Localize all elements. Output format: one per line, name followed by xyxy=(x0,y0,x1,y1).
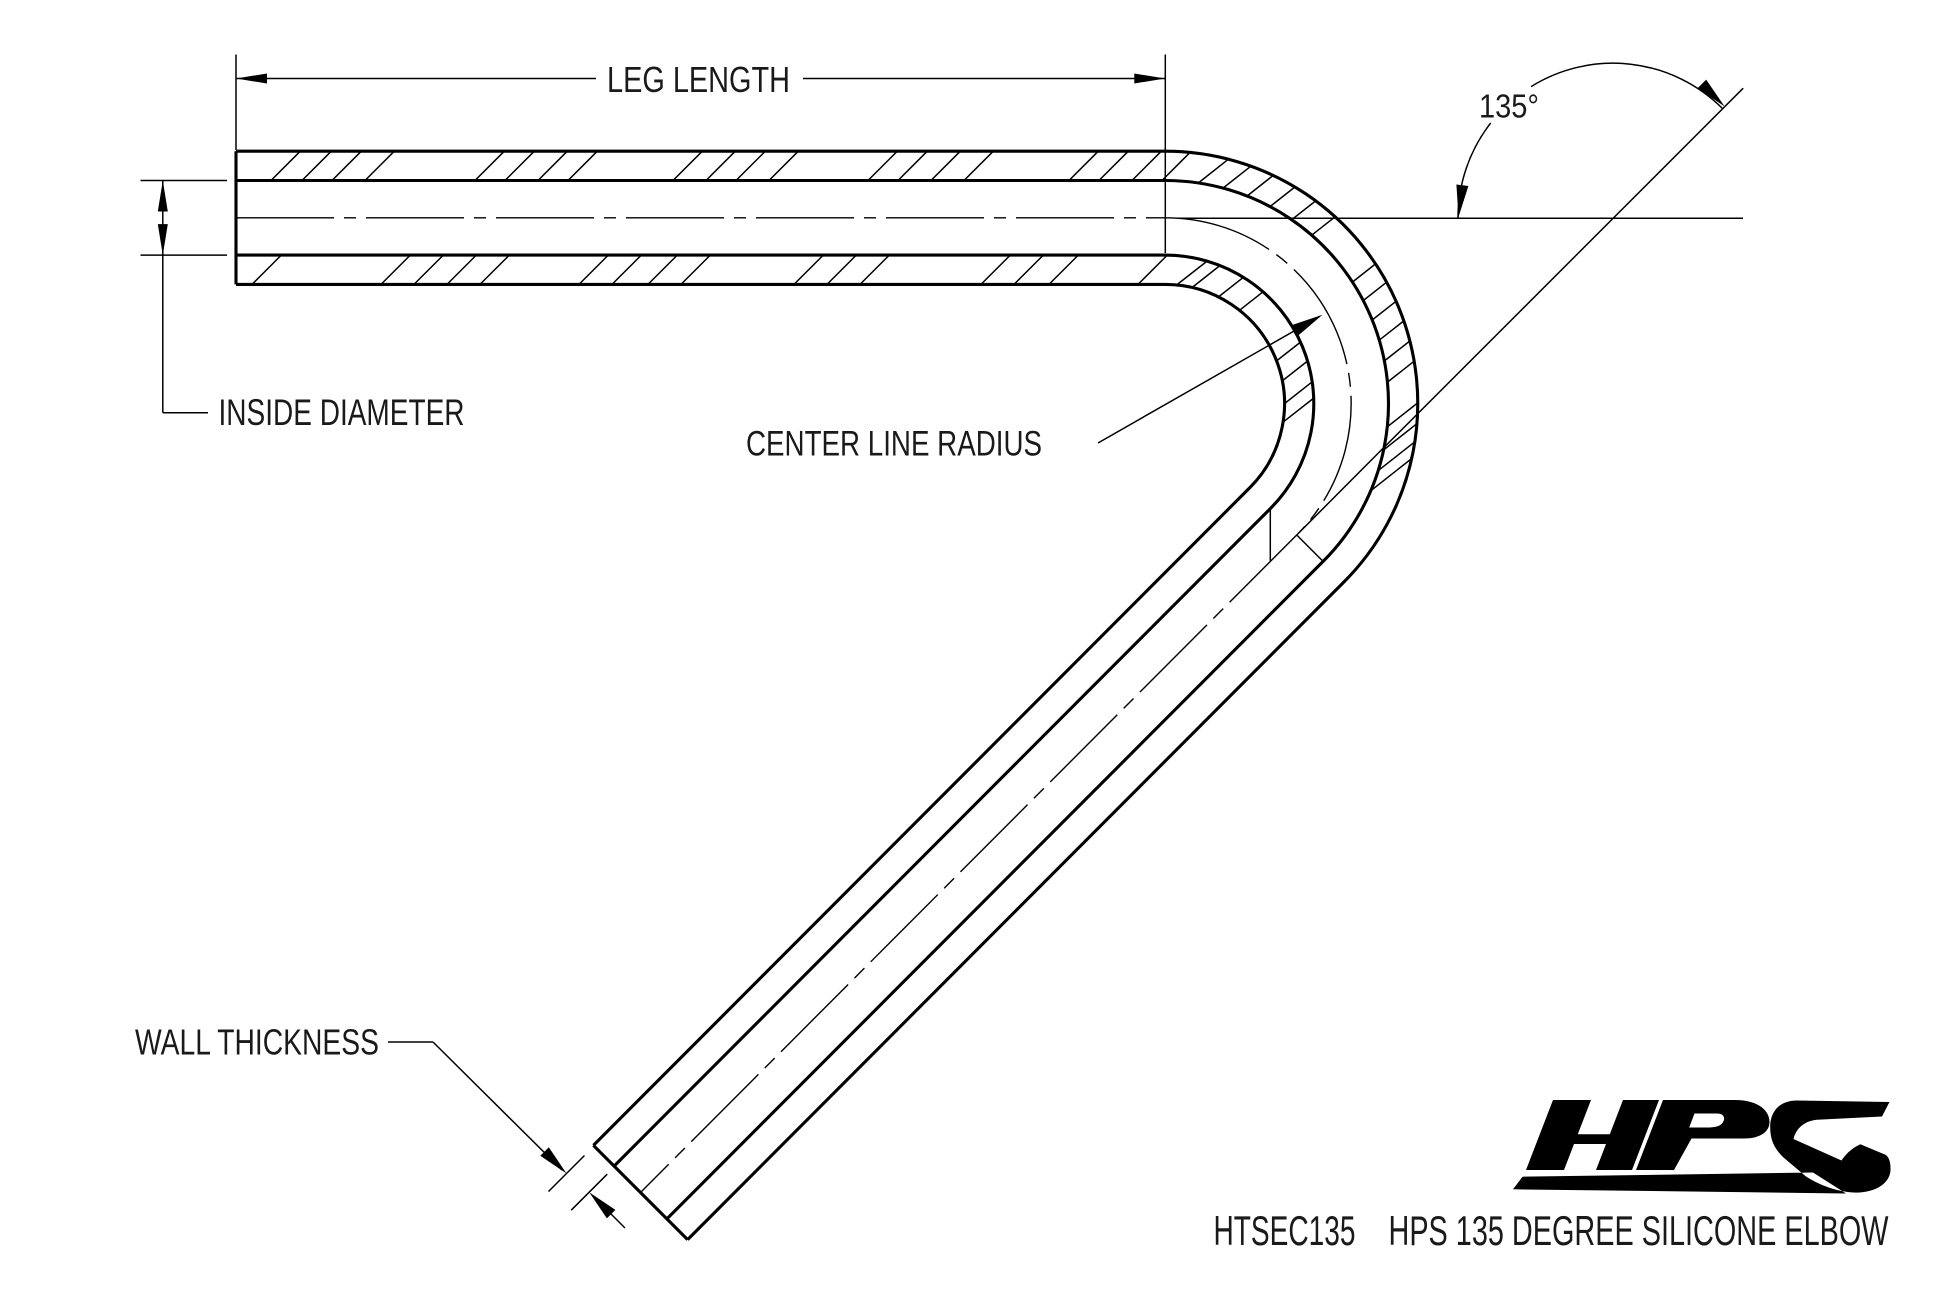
svg-text:LEG LENGTH: LEG LENGTH xyxy=(607,59,790,100)
svg-text:HTSEC135: HTSEC135 xyxy=(1214,1207,1356,1254)
svg-text:135°: 135° xyxy=(1479,89,1539,126)
svg-text:WALL THICKNESS: WALL THICKNESS xyxy=(135,1022,379,1063)
svg-text:CENTER LINE RADIUS: CENTER LINE RADIUS xyxy=(746,425,1042,464)
svg-text:INSIDE DIAMETER: INSIDE DIAMETER xyxy=(219,392,465,433)
svg-text:HPS 135 DEGREE SILICONE ELBOW: HPS 135 DEGREE SILICONE ELBOW xyxy=(1389,1207,1889,1254)
